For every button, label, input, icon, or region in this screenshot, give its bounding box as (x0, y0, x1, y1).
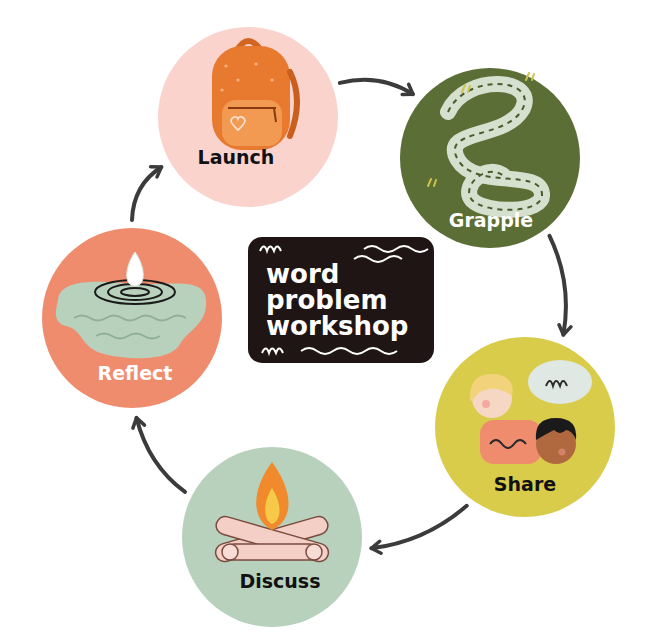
backpack-zipper (228, 107, 276, 109)
cycle-arrow (137, 418, 186, 492)
grass (428, 179, 436, 186)
pond (56, 282, 206, 358)
share-circle (435, 337, 615, 517)
bubble-wave (490, 440, 526, 448)
squiggle (262, 349, 283, 354)
wave (96, 334, 160, 339)
tangled-path-icon (428, 73, 542, 210)
zipper-pull (274, 108, 276, 122)
grapple-circle (400, 68, 580, 248)
wave (74, 316, 186, 321)
grapple-circle-node: Grapple (400, 68, 580, 248)
ripple (121, 288, 149, 296)
log (226, 544, 318, 560)
dot (220, 88, 223, 91)
launch-circle-node: Launch (158, 27, 338, 207)
dot (270, 78, 273, 81)
road (448, 84, 542, 210)
cycle-arrow (371, 506, 466, 549)
backpack-body (212, 46, 290, 150)
speech-bubble (480, 420, 542, 464)
stage-label: Share (494, 474, 556, 495)
talking-people-icon (470, 360, 592, 464)
stage-label: Discuss (239, 571, 320, 592)
squiggle (301, 348, 397, 354)
dot (224, 64, 227, 67)
heart-patch (231, 117, 245, 130)
share-circle-node: Share (435, 337, 615, 517)
cycle-arrow (340, 80, 413, 95)
discuss-circle (182, 447, 362, 627)
reflect-circle-node: Reflect (42, 228, 222, 408)
speech-bubble (528, 360, 592, 404)
cheek (559, 449, 566, 456)
drop (127, 252, 144, 286)
bubble-squiggle (546, 381, 567, 386)
flame-core (265, 488, 279, 524)
dot (236, 78, 239, 81)
backpack-strap (290, 72, 297, 136)
log-end (222, 544, 238, 560)
dot (254, 62, 257, 65)
hair (470, 374, 513, 402)
backpack-icon (212, 41, 297, 150)
log-end (306, 544, 322, 560)
road-centre-line (448, 84, 542, 210)
grass (526, 73, 534, 80)
stage-label: Reflect (98, 363, 173, 384)
workshop-title: word problem workshop (266, 261, 416, 339)
title-box: word problem workshop (248, 237, 434, 363)
hair (536, 418, 576, 440)
water-drop-icon (56, 252, 206, 358)
squiggle (364, 246, 428, 252)
cycle-arrow (550, 236, 566, 335)
stage-label: Launch (198, 147, 275, 168)
discuss-circle-node: Discuss (182, 447, 362, 627)
squiggle (354, 256, 402, 262)
flame (256, 462, 288, 530)
launch-circle (158, 27, 338, 207)
reflect-circle (42, 228, 222, 408)
grass (462, 85, 470, 92)
backpack-pocket (222, 100, 282, 146)
cheek (482, 400, 490, 408)
campfire-icon (213, 462, 330, 564)
stage-label: Grapple (449, 210, 533, 231)
cycle-arrow (132, 167, 161, 220)
squiggle (260, 247, 281, 252)
